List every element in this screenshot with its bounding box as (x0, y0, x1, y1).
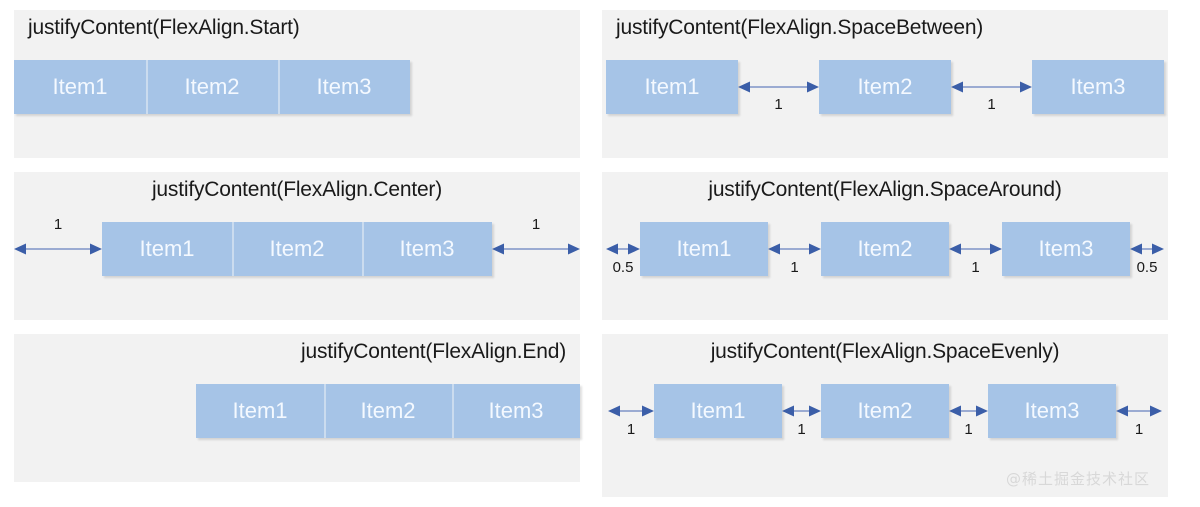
item-label: Item2 (857, 398, 913, 423)
panel-flexalign-spacearound: justifyContent(FlexAlign.SpaceAround) It… (602, 172, 1168, 320)
item-box: Item3 (1032, 60, 1164, 114)
gap-arrow (14, 243, 102, 255)
item-box: Item3 (452, 384, 580, 438)
gap-label: 1 (964, 421, 973, 438)
gap-arrow (949, 243, 1002, 255)
panel-flexalign-spaceevenly: justifyContent(FlexAlign.SpaceEvenly) It… (602, 334, 1168, 497)
watermark: @稀土掘金技术社区 (1005, 470, 1150, 488)
gap-arrow (1116, 405, 1162, 417)
item-strip-end: Item1 Item2 Item3 (196, 384, 580, 438)
item-box: Item3 (362, 222, 492, 276)
item-strip-center: Item1 Item2 Item3 (102, 222, 492, 276)
gap-arrow (768, 243, 821, 255)
item-label: Item1 (52, 74, 108, 99)
item-box: Item1 (196, 384, 324, 438)
panel-title-end: justifyContent(FlexAlign.End) (301, 340, 566, 363)
item-box: Item1 (14, 60, 146, 114)
gap-label: 0.5 (612, 259, 634, 276)
item-box: Item2 (324, 384, 452, 438)
gap-label: 0.5 (1136, 259, 1158, 276)
item-label: Item3 (316, 74, 372, 99)
item-label: Item3 (1038, 236, 1094, 261)
item-box: Item3 (278, 60, 410, 114)
item-label: Item1 (690, 398, 746, 423)
item-box: Item2 (232, 222, 362, 276)
item-label: Item3 (399, 236, 455, 261)
panel-title-spacearound: justifyContent(FlexAlign.SpaceAround) (708, 178, 1062, 201)
panel-title-spacebetween: justifyContent(FlexAlign.SpaceBetween) (616, 16, 984, 39)
gap-arrow (608, 405, 654, 417)
panel-title-spaceevenly: justifyContent(FlexAlign.SpaceEvenly) (710, 340, 1060, 363)
item-label: Item1 (644, 74, 700, 99)
gap-arrow (492, 243, 580, 255)
item-label: Item1 (139, 236, 195, 261)
panel-title-center: justifyContent(FlexAlign.Center) (151, 178, 443, 201)
gap-label: 1 (1134, 421, 1144, 438)
item-box: Item3 (988, 384, 1116, 438)
panel-flexalign-spacebetween: justifyContent(FlexAlign.SpaceBetween) I… (602, 10, 1168, 158)
item-label: Item2 (269, 236, 325, 261)
item-box: Item1 (102, 222, 232, 276)
gap-label: 1 (987, 96, 996, 113)
panel-flexalign-end: justifyContent(FlexAlign.End) Item1 Item… (14, 334, 580, 482)
panel-flexalign-center: justifyContent(FlexAlign.Center) Item1 I… (14, 172, 580, 320)
item-label: Item2 (857, 236, 913, 261)
panel-title-start: justifyContent(FlexAlign.Start) (28, 16, 300, 39)
item-label: Item1 (232, 398, 288, 423)
gap-arrow (738, 81, 819, 93)
gap-arrow (606, 243, 640, 255)
item-strip-start: Item1 Item2 Item3 (14, 60, 410, 114)
gap-label: 1 (790, 259, 799, 276)
gap-arrow (949, 405, 988, 417)
gap-arrow (951, 81, 1032, 93)
item-box: Item1 (654, 384, 782, 438)
item-label: Item3 (1070, 74, 1126, 99)
gap-label: 1 (531, 216, 541, 233)
item-label: Item2 (184, 74, 240, 99)
item-label: Item1 (676, 236, 732, 261)
item-box: Item2 (146, 60, 278, 114)
gap-label: 1 (53, 216, 63, 233)
item-box: Item1 (606, 60, 738, 114)
gap-arrow (1130, 243, 1164, 255)
item-label: Item3 (488, 398, 544, 423)
panel-flexalign-start: justifyContent(FlexAlign.Start) Item1 It… (14, 10, 580, 158)
item-box: Item3 (1002, 222, 1130, 276)
item-box: Item1 (640, 222, 768, 276)
item-box: Item2 (821, 384, 949, 438)
gap-label: 1 (797, 421, 806, 438)
item-box: Item2 (821, 222, 949, 276)
item-label: Item3 (1024, 398, 1080, 423)
gap-arrow (782, 405, 821, 417)
item-box: Item2 (819, 60, 951, 114)
gap-label: 1 (626, 421, 636, 438)
gap-label: 1 (774, 96, 783, 113)
item-label: Item2 (857, 74, 913, 99)
item-label: Item2 (360, 398, 416, 423)
gap-label: 1 (971, 259, 980, 276)
